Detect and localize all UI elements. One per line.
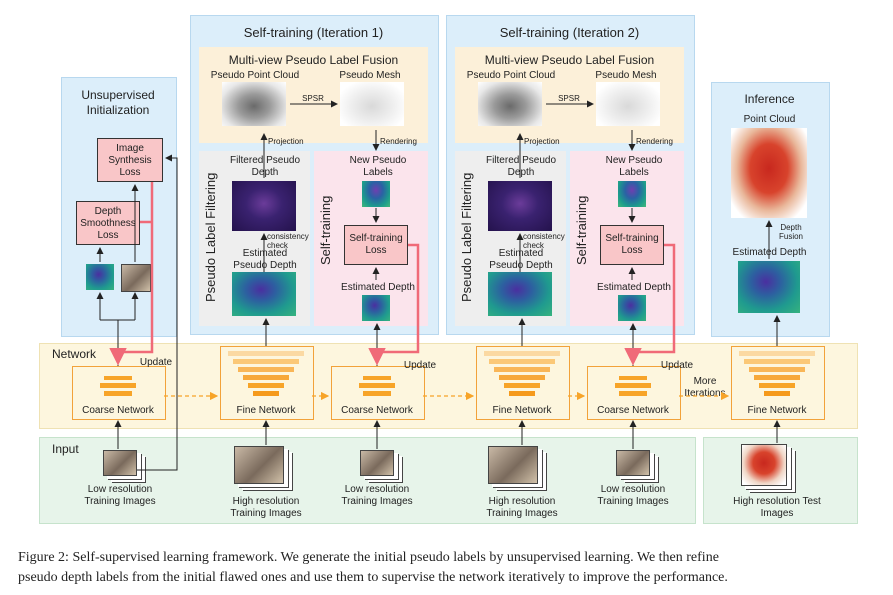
connectors xyxy=(96,100,815,471)
input-label-low-2: Low resolution Training Images xyxy=(341,484,413,507)
fine-network-layers-1 xyxy=(228,351,304,396)
new-pseudo-labels-label-1: New Pseudo Labels xyxy=(349,155,407,178)
coarse-network-layers-2 xyxy=(359,376,395,396)
unsup-depth-image xyxy=(86,264,114,290)
rendering-label-1: Rendering xyxy=(380,137,417,146)
selftraining-loss-box-1: Self-training Loss xyxy=(344,225,408,265)
fusion-title-1: Multi-view Pseudo Label Fusion xyxy=(228,53,399,67)
input-label-test: High resolution Test Images xyxy=(733,496,821,519)
pseudo-point-cloud-label-2: Pseudo Point Cloud xyxy=(466,70,556,81)
input-label-high-1: High resolution Training Images xyxy=(230,496,302,519)
estimated-depth-label-2: Estimated Depth xyxy=(597,282,671,293)
rendering-label-2: Rendering xyxy=(636,137,673,146)
estimated-pseudo-depth-image-2 xyxy=(488,272,552,316)
fine-network-layers-3 xyxy=(739,351,815,396)
update-label-1: Update xyxy=(139,357,173,368)
unsupervised-title: Unsupervised Initialization xyxy=(81,88,155,117)
new-pseudo-labels-image-2 xyxy=(618,181,646,207)
projection-label-2: Projection xyxy=(524,137,560,146)
high-res-images-1 xyxy=(234,446,284,484)
spsr-label-2: SPSR xyxy=(558,94,580,103)
estimated-pseudo-depth-image-1 xyxy=(232,272,296,316)
input-label-high-2: High resolution Training Images xyxy=(486,496,558,519)
input-label-low-1: Low resolution Training Images xyxy=(84,484,156,507)
filtered-depth-label-2: Filtered Pseudo Depth xyxy=(485,155,557,178)
coarse-network-layers-3 xyxy=(615,376,651,396)
fine-network-label-3: Fine Network xyxy=(747,405,807,416)
low-res-images-2 xyxy=(360,450,394,476)
depth-fusion-label: Depth Fusion xyxy=(778,223,803,241)
pseudo-mesh-image-2 xyxy=(596,82,660,126)
coarse-network-label-1: Coarse Network xyxy=(82,405,154,416)
input-title: Input xyxy=(52,442,79,456)
new-pseudo-labels-image-1 xyxy=(362,181,390,207)
figure-caption-line-1: Figure 2: Self-supervised learning frame… xyxy=(18,550,719,565)
inference-point-cloud-label: Point Cloud xyxy=(743,114,796,125)
selftraining-loss-box-2: Self-training Loss xyxy=(600,225,664,265)
more-iterations-label: More Iterations xyxy=(684,376,726,399)
fusion-title-2: Multi-view Pseudo Label Fusion xyxy=(484,53,655,67)
iteration-1-title: Self-training (Iteration 1) xyxy=(243,25,384,40)
pseudo-mesh-label-2: Pseudo Mesh xyxy=(595,70,657,81)
low-res-images-1 xyxy=(103,450,137,476)
pseudo-point-cloud-image-2 xyxy=(478,82,542,126)
fine-network-label-2: Fine Network xyxy=(492,405,552,416)
estimated-depth-label-1: Estimated Depth xyxy=(341,282,415,293)
pseudo-point-cloud-label-1: Pseudo Point Cloud xyxy=(210,70,300,81)
update-label-2: Update xyxy=(403,360,437,371)
unsup-rgb-image xyxy=(121,264,151,292)
estimated-pseudo-depth-label-1: Estimated Pseudo Depth xyxy=(233,248,297,271)
high-res-images-2 xyxy=(488,446,538,484)
coarse-network-layers-1 xyxy=(100,376,136,396)
pseudo-mesh-image-1 xyxy=(340,82,404,126)
new-pseudo-labels-label-2: New Pseudo Labels xyxy=(605,155,663,178)
estimated-pseudo-depth-label-2: Estimated Pseudo Depth xyxy=(489,248,553,271)
low-res-images-3 xyxy=(616,450,650,476)
estimated-depth-image-1 xyxy=(362,295,390,321)
test-images xyxy=(741,444,787,486)
fine-network-label-1: Fine Network xyxy=(236,405,296,416)
projection-label-1: Projection xyxy=(268,137,304,146)
filtered-depth-image-2 xyxy=(488,181,552,231)
inference-title: Inference xyxy=(744,92,795,106)
coarse-network-label-3: Coarse Network xyxy=(597,405,669,416)
pseudo-point-cloud-image-1 xyxy=(222,82,286,126)
inference-depth-image xyxy=(738,261,800,313)
pseudo-mesh-label-1: Pseudo Mesh xyxy=(339,70,401,81)
iteration-2-title: Self-training (Iteration 2) xyxy=(499,25,640,40)
figure-caption-line-2: pseudo depth labels from the initial fla… xyxy=(18,570,728,585)
update-label-3: Update xyxy=(660,360,694,371)
depth-smoothness-loss-box: Depth Smoothness Loss xyxy=(76,201,140,245)
spsr-label-1: SPSR xyxy=(302,94,324,103)
consistency-label-2: consistency check xyxy=(523,232,565,250)
fine-network-layers-2 xyxy=(484,351,560,396)
estimated-depth-image-2 xyxy=(618,295,646,321)
coarse-network-label-2: Coarse Network xyxy=(341,405,413,416)
consistency-label-1: consistency check xyxy=(267,232,309,250)
network-title: Network xyxy=(52,347,97,361)
network-panel xyxy=(39,343,858,429)
coarse-network-1 xyxy=(72,366,166,420)
filtered-depth-image-1 xyxy=(232,181,296,231)
input-label-low-3: Low resolution Training Images xyxy=(597,484,669,507)
image-synthesis-loss-box: Image Synthesis Loss xyxy=(97,138,163,182)
inference-point-cloud-image xyxy=(731,128,807,218)
filtered-depth-label-1: Filtered Pseudo Depth xyxy=(229,155,301,178)
